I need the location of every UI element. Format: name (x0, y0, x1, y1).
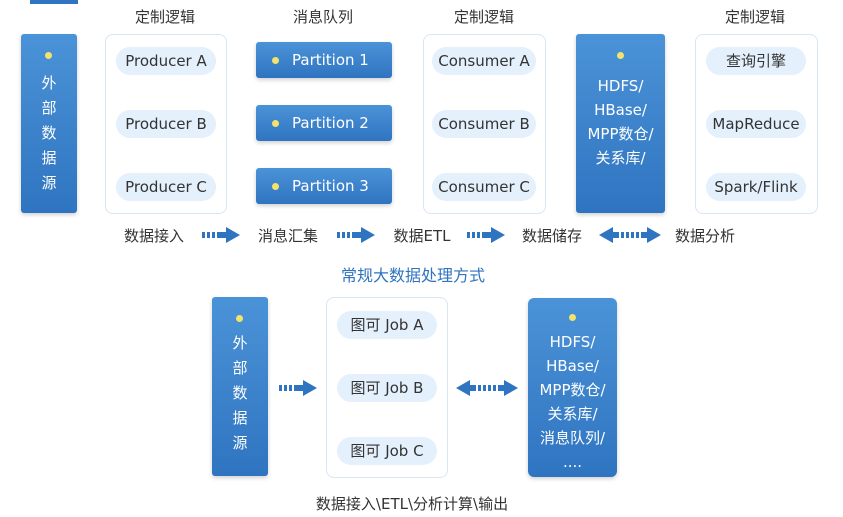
analysis-panel: 查询引擎 MapReduce Spark/Flink (695, 34, 818, 214)
header-custom-logic-3: 定制逻辑 (724, 8, 785, 26)
consumers-panel: Consumer A Consumer B Consumer C (423, 34, 546, 214)
consumer-a: Consumer A (432, 47, 536, 75)
stage-data-analysis: 数据分析 (674, 227, 735, 245)
bottom-external-source-label: 外 部 数 据 源 (212, 331, 268, 456)
source-char: 源 (41, 174, 57, 192)
external-source-label: 外 部 数 据 源 (21, 71, 77, 196)
storage-line: 关系库/ (595, 149, 646, 167)
job-c: 图可 Job C (337, 437, 437, 465)
spark-flink: Spark/Flink (706, 173, 806, 201)
bottom-storage-box: HDFS/ HBase/ MPP数仓/ 关系库/ 消息队列/ .... (528, 298, 617, 477)
storage-line: MPP数仓/ (539, 381, 606, 399)
conventional-processing-title: 常规大数据处理方式 (340, 266, 485, 285)
header-custom-logic-1: 定制逻辑 (134, 8, 195, 26)
storage-line: HDFS/ (597, 77, 644, 95)
source-char: 外 (232, 334, 248, 352)
partition-label: Partition 1 (292, 51, 369, 69)
partition-label: Partition 3 (292, 177, 369, 195)
partition-1: Partition 1 (256, 42, 392, 78)
source-char: 数 (232, 384, 248, 402)
bottom-external-source-box: 外 部 数 据 源 (212, 297, 268, 476)
external-source-box: 外 部 数 据 源 (21, 34, 77, 213)
producer-c: Producer C (116, 173, 216, 201)
job-a: 图可 Job A (337, 311, 437, 339)
stage-message-aggregate: 消息汇集 (257, 227, 318, 245)
storage-line: 关系库/ (547, 405, 598, 423)
partition-label: Partition 2 (292, 114, 369, 132)
source-char: 部 (41, 99, 57, 117)
partition-3: Partition 3 (256, 168, 392, 204)
storage-line: HBase/ (594, 101, 647, 119)
storage-line: 消息队列/ (539, 429, 606, 447)
indicator-dot (617, 52, 624, 59)
arrow-right-icon (467, 227, 505, 243)
query-engine: 查询引擎 (706, 47, 806, 75)
storage-line: HDFS/ (549, 333, 596, 351)
double-arrow-icon (456, 380, 518, 396)
storage-line: HBase/ (546, 357, 599, 375)
double-arrow-icon (599, 227, 661, 243)
arrow-right-icon (279, 380, 317, 396)
storage-line: .... (562, 453, 583, 471)
storage-label: HDFS/ HBase/ MPP数仓/ 关系库/ (576, 74, 665, 170)
source-char: 据 (232, 409, 248, 427)
jobs-panel: 图可 Job A 图可 Job B 图可 Job C (326, 297, 448, 478)
indicator-dot (236, 315, 243, 322)
bottom-caption: 数据接入\ETL\分析计算\输出 (315, 495, 509, 513)
header-message-queue: 消息队列 (292, 8, 353, 26)
producer-b: Producer B (116, 110, 216, 138)
indicator-dot (272, 183, 279, 190)
consumer-b: Consumer B (432, 110, 536, 138)
stage-data-ingest: 数据接入 (123, 227, 184, 245)
partition-2: Partition 2 (256, 105, 392, 141)
storage-line: MPP数仓/ (587, 125, 654, 143)
arrow-right-icon (202, 227, 240, 243)
top-accent-tab (30, 0, 78, 4)
producer-a: Producer A (116, 47, 216, 75)
source-char: 据 (41, 149, 57, 167)
consumer-c: Consumer C (432, 173, 536, 201)
mapreduce: MapReduce (706, 110, 806, 138)
source-char: 源 (232, 434, 248, 452)
source-char: 外 (41, 74, 57, 92)
indicator-dot (272, 120, 279, 127)
bottom-storage-label: HDFS/ HBase/ MPP数仓/ 关系库/ 消息队列/ .... (528, 330, 617, 474)
stage-data-etl: 数据ETL (393, 227, 451, 245)
indicator-dot (569, 314, 576, 321)
producers-panel: Producer A Producer B Producer C (105, 34, 227, 214)
header-custom-logic-2: 定制逻辑 (453, 8, 514, 26)
source-char: 数 (41, 124, 57, 142)
arrow-right-icon (337, 227, 375, 243)
job-b: 图可 Job B (337, 374, 437, 402)
storage-box: HDFS/ HBase/ MPP数仓/ 关系库/ (576, 34, 665, 213)
source-char: 部 (232, 359, 248, 377)
stage-data-storage: 数据储存 (521, 227, 582, 245)
indicator-dot (272, 57, 279, 64)
indicator-dot (45, 52, 52, 59)
